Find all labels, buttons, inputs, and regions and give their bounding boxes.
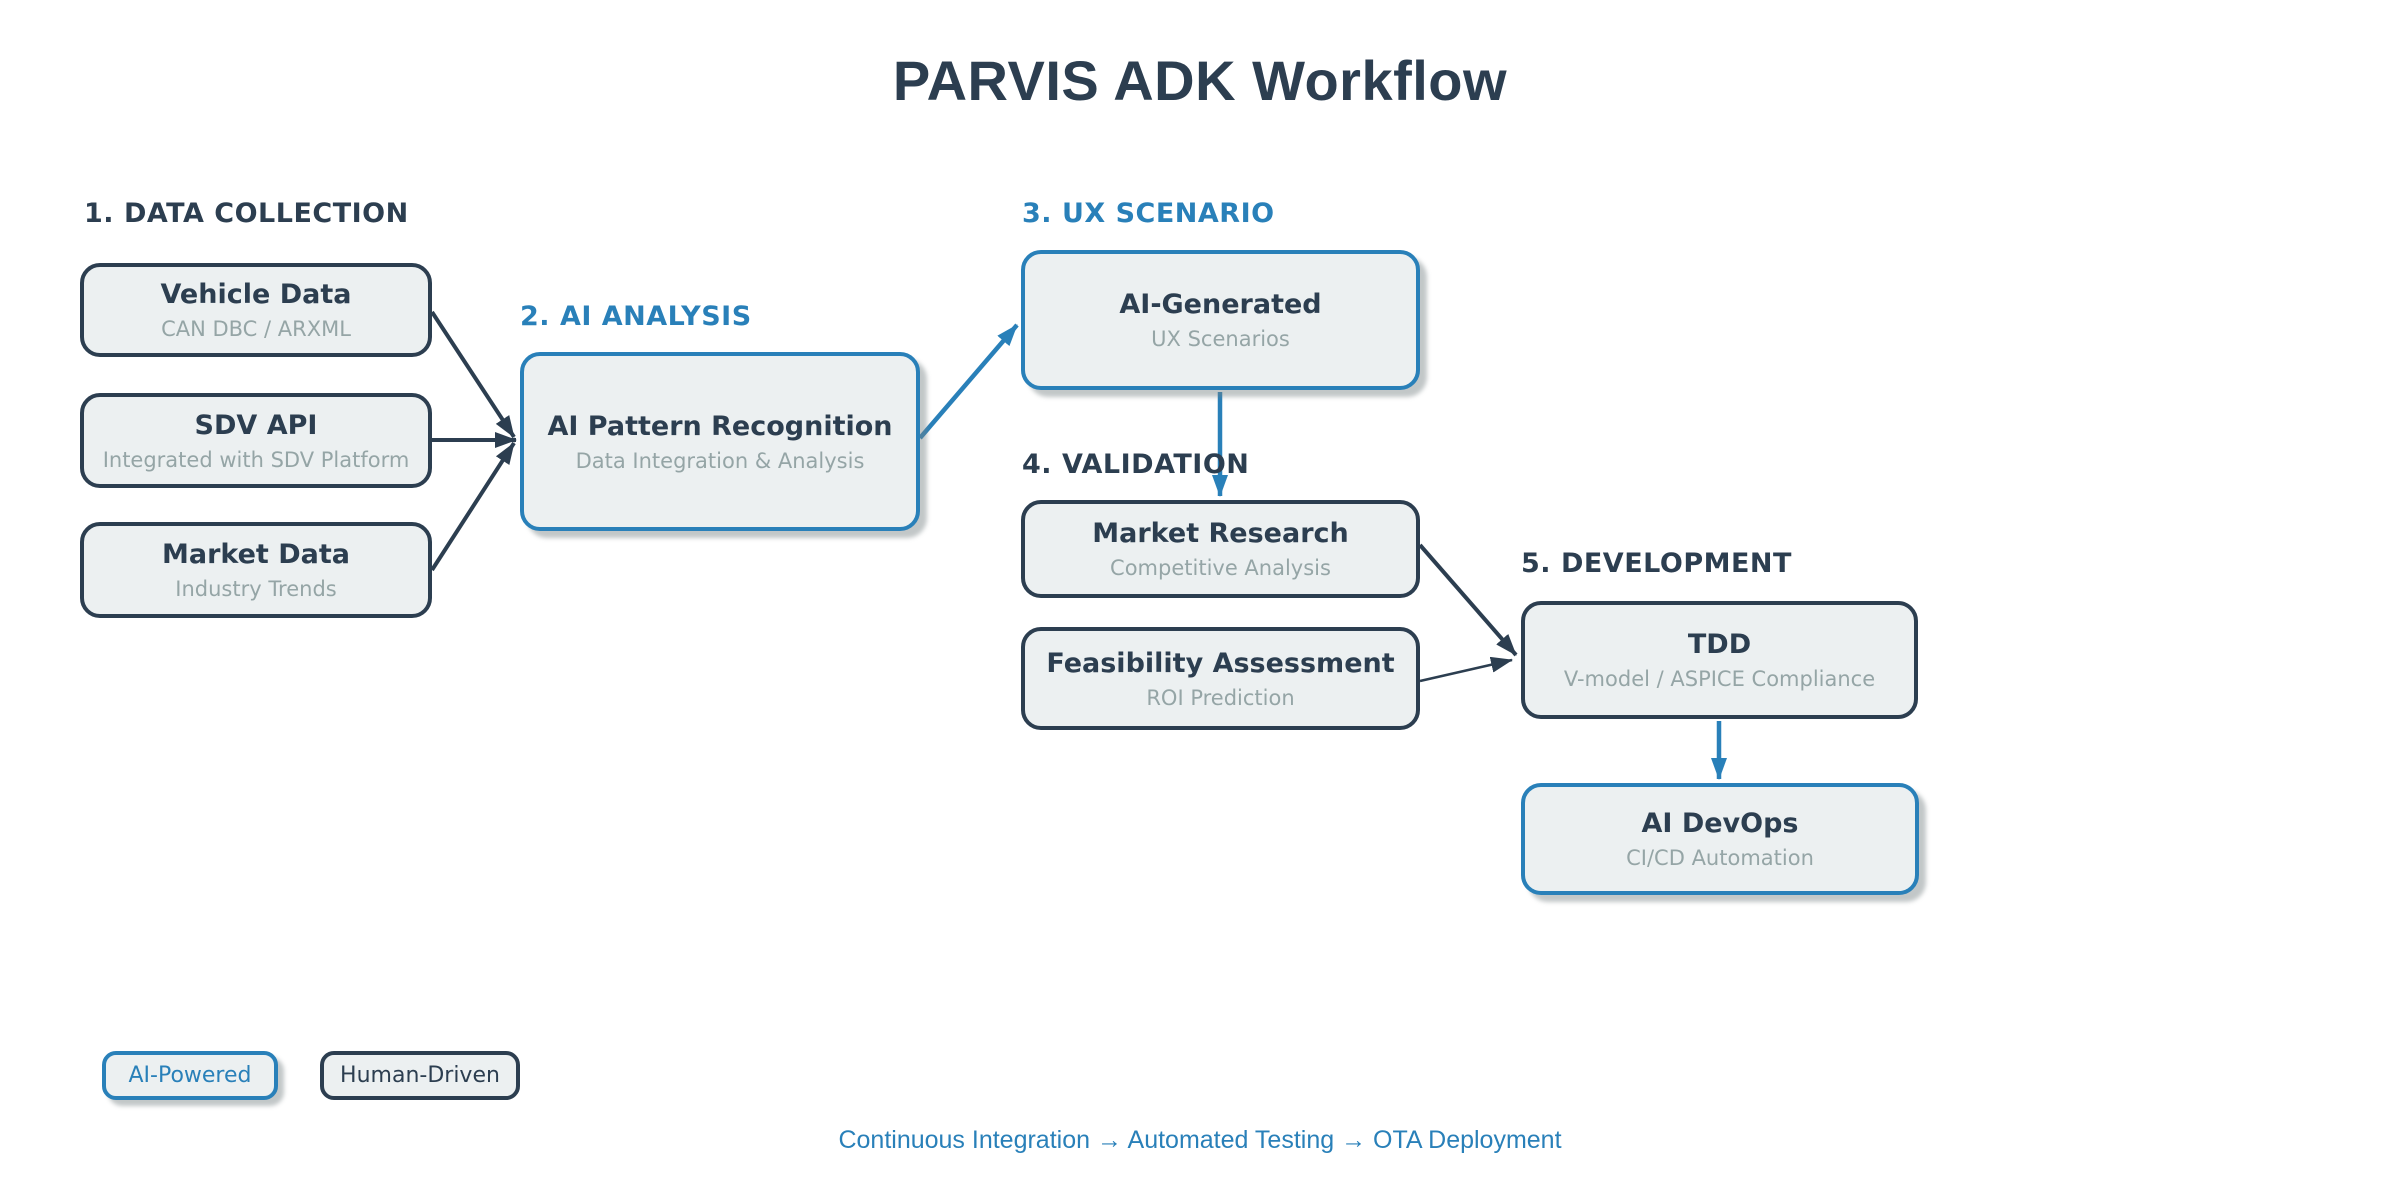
section-heading-ai-analysis: 2. AI ANALYSIS <box>520 301 752 332</box>
node-title: TDD <box>1687 629 1752 660</box>
node-title: Market Data <box>161 539 350 570</box>
node-ai-pattern-recognition: AI Pattern Recognition Data Integration … <box>520 352 920 531</box>
node-market-research: Market Research Competitive Analysis <box>1021 500 1420 598</box>
legend-label: Human-Driven <box>340 1063 500 1088</box>
node-subtitle: V-model / ASPICE Compliance <box>1563 667 1876 691</box>
node-title: Feasibility Assessment <box>1046 647 1395 679</box>
node-tdd: TDD V-model / ASPICE Compliance <box>1521 601 1918 719</box>
node-sdv-api: SDV API Integrated with SDV Platform <box>80 393 432 488</box>
node-subtitle: Industry Trends <box>175 577 337 601</box>
section-heading-ux-scenario: 3. UX SCENARIO <box>1022 198 1275 229</box>
footer-pipeline-text: Continuous Integration → Automated Testi… <box>838 1126 1562 1154</box>
node-vehicle-data: Vehicle Data CAN DBC / ARXML <box>80 263 432 357</box>
page-title: PARVIS ADK Workflow <box>892 49 1508 112</box>
node-title: Market Research <box>1092 518 1349 549</box>
section-heading-development: 5. DEVELOPMENT <box>1521 548 1792 579</box>
edge-feasibility-to-tdd <box>1419 656 1513 683</box>
legend-label: AI-Powered <box>128 1063 252 1088</box>
node-title: AI-Generated <box>1119 289 1322 320</box>
node-subtitle: CAN DBC / ARXML <box>161 317 351 341</box>
edge-pattern-to-aigenerated <box>918 323 1019 440</box>
node-subtitle: Competitive Analysis <box>1110 556 1331 580</box>
edge-market-to-pattern <box>430 441 516 572</box>
node-subtitle: CI/CD Automation <box>1626 846 1814 870</box>
edge-vehicle-to-pattern <box>430 310 516 439</box>
edge-research-to-tdd <box>1418 543 1518 657</box>
node-title: SDV API <box>194 409 318 441</box>
node-subtitle: Data Integration & Analysis <box>575 448 865 473</box>
node-ai-generated: AI-Generated UX Scenarios <box>1021 250 1420 390</box>
node-subtitle: Integrated with SDV Platform <box>102 447 410 472</box>
node-market-data: Market Data Industry Trends <box>80 522 432 618</box>
node-feasibility-assessment: Feasibility Assessment ROI Prediction <box>1021 627 1420 730</box>
legend-human-driven: Human-Driven <box>320 1051 520 1100</box>
section-heading-data-collection: 1. DATA COLLECTION <box>84 198 409 229</box>
node-title: AI DevOps <box>1641 808 1799 839</box>
section-heading-validation: 4. VALIDATION <box>1022 449 1250 480</box>
node-subtitle: ROI Prediction <box>1146 685 1295 710</box>
node-ai-devops: AI DevOps CI/CD Automation <box>1521 783 1919 895</box>
node-subtitle: UX Scenarios <box>1151 327 1290 351</box>
node-title: Vehicle Data <box>160 279 352 310</box>
node-title: AI Pattern Recognition <box>547 410 893 442</box>
legend-ai-powered: AI-Powered <box>102 1051 278 1100</box>
